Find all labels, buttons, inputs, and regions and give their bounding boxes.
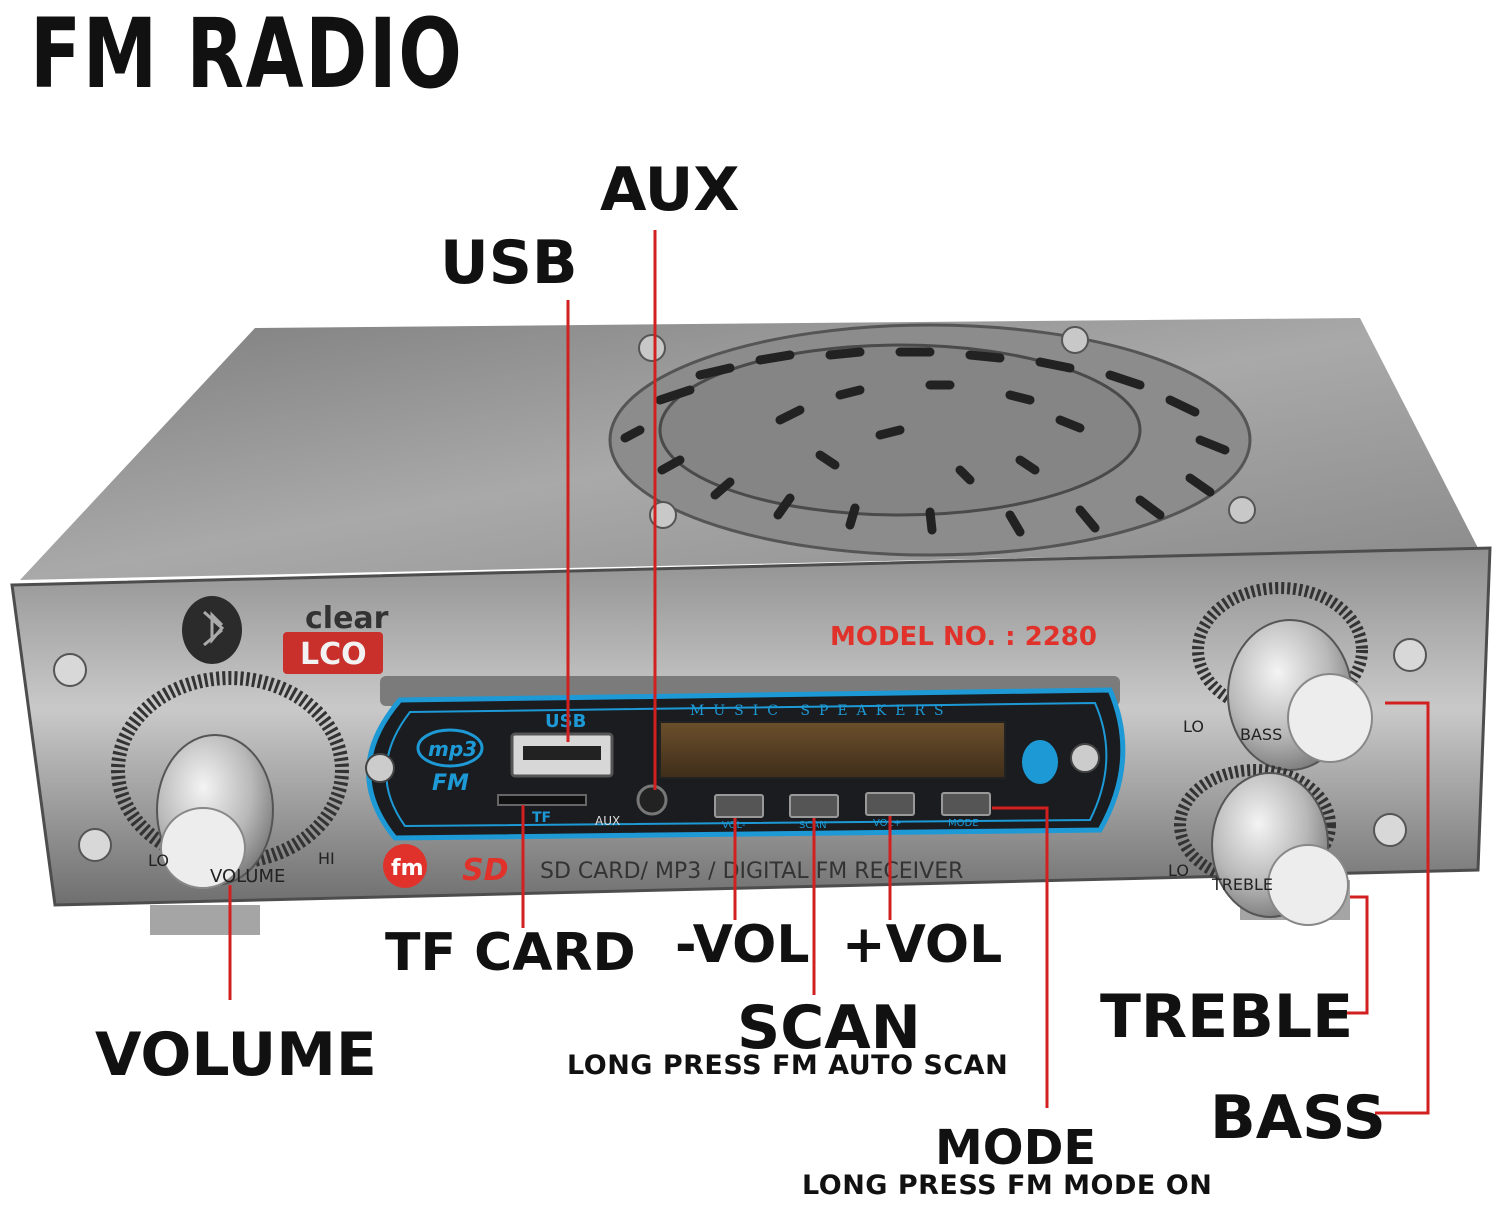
speaker-grille [608,323,1252,557]
svg-text:mp3: mp3 [428,737,477,761]
aux-jack[interactable] [636,784,668,816]
mode-button[interactable]: MODE [941,792,991,829]
page-title: FM RADIO [30,0,464,110]
bass-knob-name: BASS [1240,725,1282,744]
lcd-header: MUSIC SPEAKERS [690,703,953,719]
module-screw-right [1070,743,1100,773]
model-number: MODEL NO. : 2280 [830,622,1097,652]
leader-bass [1375,701,1430,1115]
treble-knob-lo: LO [1168,861,1189,880]
svg-text:MODE: MODE [948,818,979,829]
callout-treble: TREBLE [1100,982,1354,1052]
usb-port[interactable] [510,732,614,778]
bottom-strip-text: SD CARD/ MP3 / DIGITAL FM RECEIVER [540,859,963,884]
bass-knob[interactable] [1192,582,1373,771]
treble-knob-name: TREBLE [1211,875,1273,894]
tf-card-slot[interactable] [497,794,587,806]
callout-scan: SCAN [737,993,921,1063]
callout-bass: BASS [1210,1083,1386,1153]
volume-knob-hi: HI [318,849,335,868]
module-screw-left [365,753,395,783]
vol-plus-button[interactable]: VOL+ [865,792,915,829]
leader-mode [992,806,1049,1108]
treble-knob[interactable] [1174,764,1349,926]
fm-badge: fm [383,844,427,888]
callout-volume: VOLUME [95,1020,377,1090]
leader-lines [228,230,1430,1115]
brand-top: clear [305,601,389,636]
callout-vol-minus: -VOL [675,915,810,975]
callout-mode: MODE [935,1120,1097,1176]
aux-jack-label: AUX [595,814,620,828]
volume-knob-name: VOLUME [210,866,285,887]
callout-aux: AUX [600,155,740,225]
callout-usb: USB [440,228,578,298]
front-screws [53,638,1427,862]
brand-logo-bg [283,632,383,674]
bluetooth-indicator-icon [1022,740,1058,784]
lcd-display [659,721,1006,779]
bluetooth-icon [182,596,242,664]
brand-logo: LCO [300,637,367,672]
svg-text:fm: fm [391,856,424,881]
callout-vol-plus: +VOL [842,915,1003,975]
callout-tf-card: TF CARD [385,923,636,983]
bass-knob-lo: LO [1183,717,1204,736]
leader-treble [1330,895,1369,1015]
tf-slot-label: TF [532,810,551,826]
foot-left [150,905,260,935]
volume-knob[interactable] [111,671,349,889]
sd-logo: SD [462,853,509,888]
svg-text:VOL+: VOL+ [873,818,902,829]
mp3-fm-logo: mp3 FM [416,728,484,796]
svg-text:FM: FM [432,771,469,796]
usb-port-label: USB [545,711,586,732]
callout-mode-note: LONG PRESS FM MODE ON [802,1170,1213,1201]
volume-knob-lo: LO [148,851,169,870]
callout-scan-note: LONG PRESS FM AUTO SCAN [567,1050,1009,1081]
